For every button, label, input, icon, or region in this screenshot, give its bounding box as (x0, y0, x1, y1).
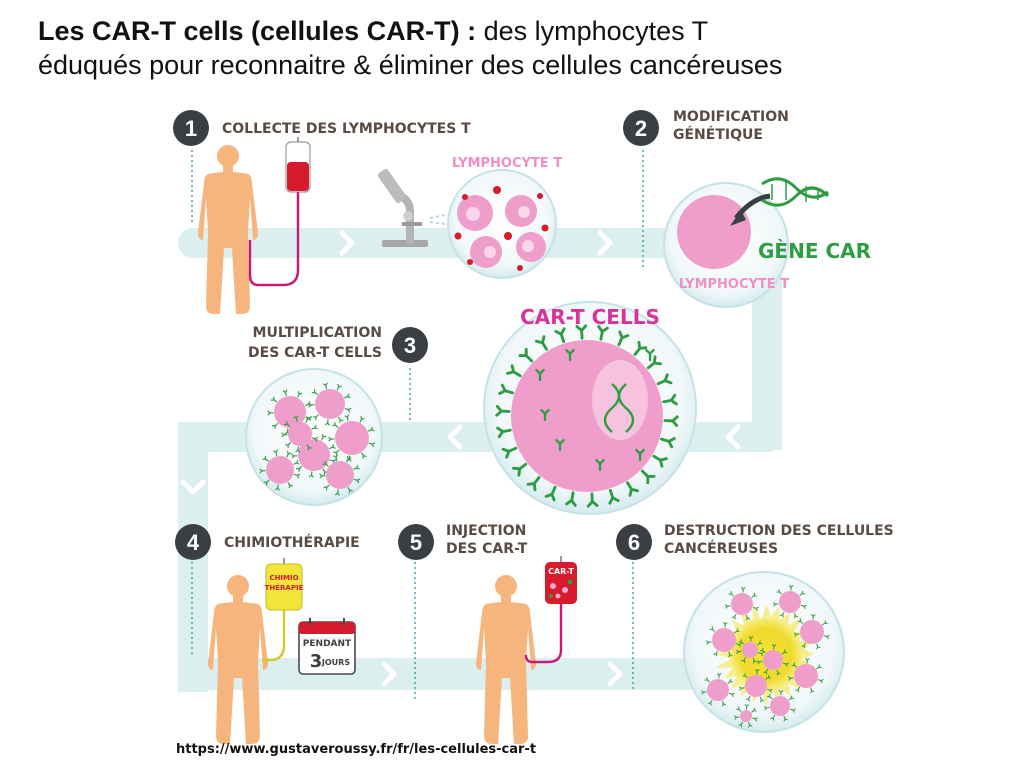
calendar-unit: JOURS (321, 658, 350, 667)
title-bold: Les CAR-T cells (cellules CAR-T) : (38, 16, 477, 46)
car-t-cells-label: CAR-T CELLS (520, 305, 660, 329)
calendar-label-line1: PENDANT (303, 639, 352, 649)
step-badge-6: 6 (616, 524, 652, 560)
lymphocyte-t-label-2: LYMPHOCYTE T (679, 277, 789, 292)
dna-icon (761, 177, 830, 207)
step-label-2-line1: MODIFICATION (673, 109, 789, 125)
page-title: Les CAR-T cells (cellules CAR-T) : des l… (38, 14, 1008, 82)
car-t-dna-icon (603, 383, 635, 433)
step-label-2-line2: GÉNÉTIQUE (673, 126, 763, 143)
title-rest: des lymphocytes T (476, 16, 709, 46)
step-label-5-line2: DES CAR-T (446, 541, 528, 557)
step-badge-3: 3 (392, 327, 428, 363)
calendar-days: 3 (310, 651, 323, 672)
svg-text:4: 4 (187, 530, 200, 555)
lymphocyte-t-label: LYMPHOCYTE T (452, 156, 562, 171)
step-label-6-line2: CANCÉREUSES (664, 540, 778, 557)
chemo-bag-label-line2: THÉRAPIE (265, 583, 304, 592)
title-line2: éduqués pour reconnaitre & éliminer des … (38, 50, 783, 80)
path-chevrons (180, 230, 741, 687)
step-label-3-line2: DES CAR-T CELLS (248, 345, 382, 361)
step-badge-4: 4 (175, 524, 211, 560)
step-badge-5: 5 (398, 524, 434, 560)
microscope-icon (377, 168, 453, 247)
chemo-bag-icon: CHIMIO THÉRAPIE (262, 558, 304, 662)
svg-text:2: 2 (635, 116, 647, 141)
step-label-6-line1: DESTRUCTION DES CELLULES (664, 523, 894, 539)
svg-text:5: 5 (410, 530, 422, 555)
step-label-4: CHIMIOTHÉRAPIE (224, 534, 360, 551)
car-t-bag-label: CAR-T (548, 567, 574, 576)
step-badge-2: 2 (623, 110, 659, 146)
svg-text:3: 3 (404, 333, 416, 358)
svg-text:1: 1 (185, 116, 197, 141)
svg-text:6: 6 (628, 530, 640, 555)
step-badge-1: 1 (173, 110, 209, 146)
modified-lymphocyte (677, 195, 751, 269)
step-label-3-line1: MULTIPLICATION (253, 325, 382, 341)
dotted-separators (191, 150, 644, 700)
gene-car-label: GÈNE CAR (758, 239, 871, 263)
step-label-1: COLLECTE DES LYMPHOCYTES T (222, 121, 471, 137)
attacking-car-t-cells (700, 584, 830, 728)
source-url: https://www.gustaveroussy.fr/fr/les-cell… (176, 742, 537, 757)
blood-bag-icon (248, 137, 311, 287)
calendar-icon: PENDANT 3 JOURS (298, 618, 356, 675)
lymphocyte-cells (454, 186, 549, 271)
car-t-bag-icon: CAR-T (524, 556, 577, 664)
step-label-5-line1: INJECTION (446, 523, 526, 539)
chemo-bag-label-line1: CHIMIO (269, 574, 298, 582)
multiplied-car-t-cells (259, 382, 376, 496)
